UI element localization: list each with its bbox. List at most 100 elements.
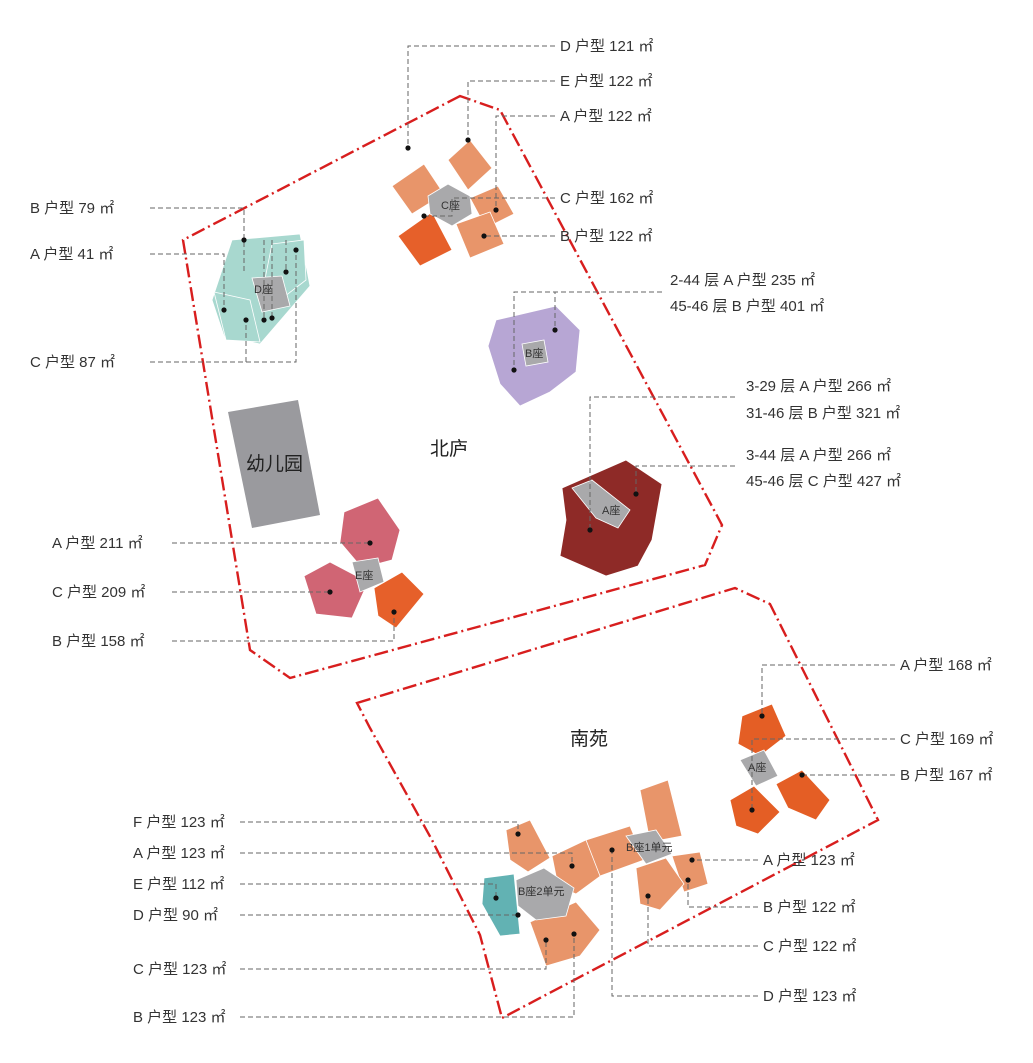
label-nd-b: B 户型 79 ㎡ xyxy=(30,200,114,217)
label-sb2-f: F 户型 123 ㎡ xyxy=(133,814,225,831)
leader-lines xyxy=(150,45,895,1018)
leader-sb2-c xyxy=(240,940,547,970)
label-sb2-d: D 户型 90 ㎡ xyxy=(133,907,218,924)
north-e-core xyxy=(351,557,385,593)
label-nc-c: C 户型 162 ㎡ xyxy=(560,190,653,207)
label-nd-a: A 户型 41 ㎡ xyxy=(30,246,113,263)
south-zone-name: 南苑 xyxy=(570,728,608,750)
unit-dot-icon xyxy=(367,540,373,546)
label-na-4: 45-46 层 C 户型 427 ㎡ xyxy=(746,473,901,490)
leader-sb1-d xyxy=(611,850,758,997)
north-c-label: C座 xyxy=(441,198,460,212)
unit-dot-icon xyxy=(515,912,521,918)
leader-nc-d xyxy=(407,45,555,148)
unit-dot-icon xyxy=(759,713,765,719)
unit-dot-icon xyxy=(465,137,471,143)
leader-nb-2 xyxy=(513,291,662,370)
unit-dot-icon xyxy=(552,327,558,333)
label-na-3: 3-44 层 A 户型 266 ㎡ xyxy=(746,447,891,464)
label-sb1-a: A 户型 123 ㎡ xyxy=(763,852,855,869)
label-nc-e: E 户型 122 ㎡ xyxy=(560,73,653,90)
leader-sb1-c xyxy=(647,896,758,947)
south-b2-core xyxy=(515,867,575,921)
unit-dot-icon xyxy=(241,237,247,243)
label-sb1-d: D 户型 123 ㎡ xyxy=(763,988,856,1005)
unit-dot-icon xyxy=(569,863,575,869)
leader-nd-c xyxy=(150,250,297,363)
label-sa-c: C 户型 169 ㎡ xyxy=(900,731,993,748)
north-e-wing-b xyxy=(373,571,425,629)
north-a-label: A座 xyxy=(602,503,620,517)
unit-dot-icon xyxy=(493,207,499,213)
leader-sb1-b xyxy=(687,880,758,908)
label-sa-b: B 户型 167 ㎡ xyxy=(900,767,993,784)
label-na-2: 31-46 层 B 户型 321 ㎡ xyxy=(746,405,900,422)
unit-dot-icon xyxy=(685,877,691,883)
north-c-wing-e xyxy=(447,139,493,191)
north-building-a: A座 xyxy=(559,459,663,577)
unit-dot-icon xyxy=(515,831,521,837)
north-d-wing-3 xyxy=(213,291,261,343)
unit-dot-icon xyxy=(609,847,615,853)
label-sb2-a: A 户型 123 ㎡ xyxy=(133,845,225,862)
label-ne-c: C 户型 209 ㎡ xyxy=(52,584,145,601)
kindergarten: 幼儿园 xyxy=(228,400,320,528)
unit-dot-icon xyxy=(493,895,499,901)
south-b-wing-e xyxy=(481,873,521,937)
north-building-b: B座 xyxy=(487,305,581,407)
unit-dot-icon xyxy=(391,609,397,615)
north-c-core xyxy=(427,183,473,227)
unit-dot-icon xyxy=(571,931,577,937)
unit-dot-icon xyxy=(327,589,333,595)
unit-dot-icon xyxy=(421,213,427,219)
kindergarten-label: 幼儿园 xyxy=(246,453,303,475)
south-building-a: A座 xyxy=(729,703,831,835)
leader-sb2-b xyxy=(240,934,575,1018)
south-a-core xyxy=(739,749,779,787)
north-e-wing-c xyxy=(303,561,369,619)
south-a-label: A座 xyxy=(748,760,766,774)
north-e-label: E座 xyxy=(355,568,373,582)
label-sb1-b: B 户型 122 ㎡ xyxy=(763,899,856,916)
unit-dot-icon xyxy=(543,937,549,943)
north-building-c: C座 xyxy=(391,139,515,267)
label-ne-b: B 户型 158 ㎡ xyxy=(52,633,145,650)
north-c-wing-c xyxy=(397,211,453,267)
unit-dot-icon xyxy=(587,527,593,533)
leader-sb2-f xyxy=(240,821,519,834)
unit-dot-icon xyxy=(283,269,289,275)
leader-nc-e xyxy=(467,80,555,140)
label-sb2-b: B 户型 123 ㎡ xyxy=(133,1009,226,1026)
label-na-1: 3-29 层 A 户型 266 ㎡ xyxy=(746,378,891,395)
south-building-b: B座1单元 B座2单元 xyxy=(481,779,709,967)
south-a-wing-a xyxy=(737,703,787,757)
south-b2-label: B座2单元 xyxy=(518,884,564,898)
south-a-wing-b xyxy=(775,769,831,821)
label-nc-d: D 户型 121 ㎡ xyxy=(560,38,653,55)
unit-dot-icon xyxy=(405,145,411,151)
unit-dot-icon xyxy=(243,317,249,323)
unit-dot-icon xyxy=(511,367,517,373)
unit-dot-icon xyxy=(221,307,227,313)
unit-dot-icon xyxy=(749,807,755,813)
north-d-label: D座 xyxy=(254,282,273,296)
leader-nc-c xyxy=(424,197,555,217)
south-b1-label: B座1单元 xyxy=(626,840,672,854)
leader-na-3 xyxy=(635,465,735,494)
unit-dot-icon xyxy=(261,317,267,323)
north-c-wing-b xyxy=(455,211,505,259)
label-sb2-e: E 户型 112 ㎡ xyxy=(133,876,224,893)
south-site-boundary xyxy=(355,586,880,1020)
unit-dot-icon xyxy=(645,893,651,899)
label-nb-1: 2-44 层 A 户型 235 ㎡ xyxy=(670,272,815,289)
leader-nc-a xyxy=(495,115,555,210)
label-ne-a: A 户型 211 ㎡ xyxy=(52,535,143,552)
leader-sa-a xyxy=(761,664,895,716)
leader-sb2-a xyxy=(240,852,573,866)
leader-ne-b xyxy=(172,612,395,642)
label-nd-c: C 户型 87 ㎡ xyxy=(30,354,115,371)
south-b1-core xyxy=(625,829,673,865)
label-nc-b: B 户型 122 ㎡ xyxy=(560,228,653,245)
north-zone-name: 北庐 xyxy=(430,438,468,460)
